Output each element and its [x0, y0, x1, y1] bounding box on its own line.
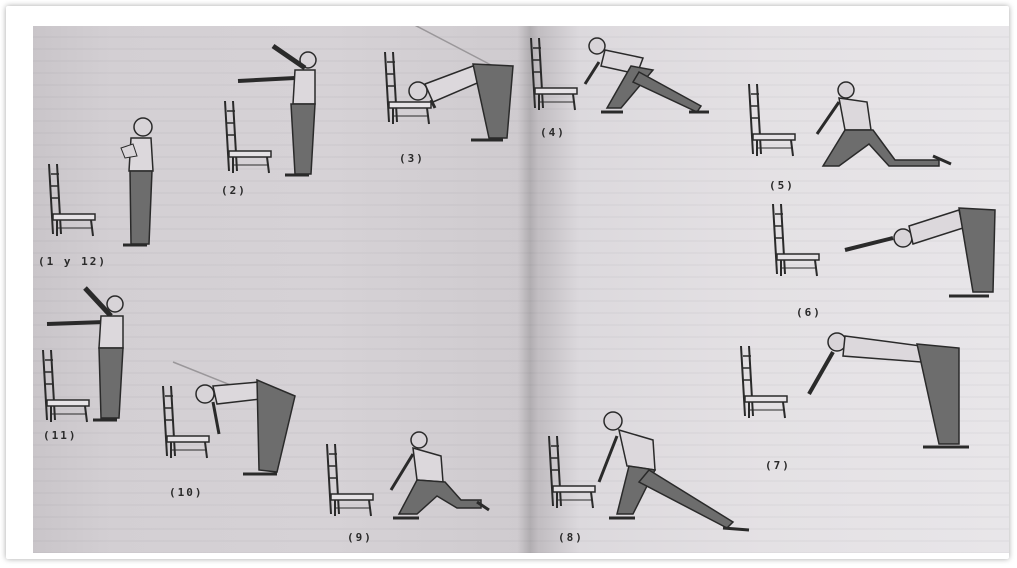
label-figure-10: (10): [169, 486, 204, 499]
label-figure-7: (7): [765, 459, 791, 472]
exercise-illustrations: [33, 26, 1009, 553]
label-figure-11: (11): [43, 429, 78, 442]
label-figure-8: (8): [558, 531, 584, 544]
label-figure-1: (1 y 12): [38, 255, 107, 268]
book-spread-photo: (1 y 12) (2) (3) (4) (5) (6) (7) (8) (9)…: [33, 26, 1009, 553]
figure-1-standing: [49, 118, 153, 245]
figure-4-standing-lunge: [531, 38, 709, 112]
label-figure-2: (2): [221, 184, 247, 197]
label-figure-6: (6): [796, 306, 822, 319]
figure-10-forward-bend: [163, 362, 295, 474]
figure-2-arms-raised: [225, 46, 316, 175]
label-figure-4: (4): [540, 126, 566, 139]
label-figure-5: (5): [769, 179, 795, 192]
figure-6-back-stretch: [773, 204, 995, 296]
label-figure-9: (9): [347, 531, 373, 544]
figure-5-kneeling-lunge: [749, 82, 951, 166]
figure-3-forward-bend: [385, 26, 513, 140]
label-figure-3: (3): [399, 152, 425, 165]
figure-7-back-stretch: [741, 333, 969, 447]
figure-11-arms-raised: [43, 288, 123, 422]
figure-8-deep-lunge: [549, 412, 749, 530]
figure-9-kneeling-lunge: [327, 432, 489, 518]
